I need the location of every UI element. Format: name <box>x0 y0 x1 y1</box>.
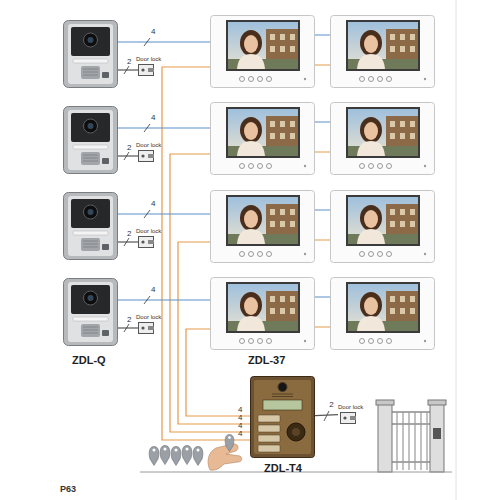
lock-wire <box>118 155 138 156</box>
door-lock-icon <box>340 412 356 424</box>
gate-bars <box>397 412 427 470</box>
wire-count: 4 <box>151 114 155 122</box>
lock-wire <box>118 69 138 70</box>
connector-wire <box>315 415 338 416</box>
outdoor-station <box>64 107 118 174</box>
door-lock-icon <box>138 64 154 76</box>
model-name: ZDL-Q <box>72 354 106 366</box>
wire-count-slash <box>144 38 150 304</box>
key-fob <box>225 434 234 451</box>
key-fob <box>149 447 159 466</box>
hand <box>208 444 242 470</box>
entry-panel-art <box>250 376 315 458</box>
wire-count: 4 <box>151 28 155 36</box>
key-fob <box>160 446 170 465</box>
wire-count: 4 <box>238 414 242 422</box>
wire-count: 4 <box>238 430 242 438</box>
station-wire <box>118 299 210 300</box>
model-name: ZDL-T4 <box>264 462 302 474</box>
model-name: ZDL-37 <box>248 354 285 366</box>
wire-count: 2 <box>329 401 333 409</box>
gate-reader <box>433 428 441 439</box>
station-wire <box>118 213 210 214</box>
door-lock: Door lock <box>136 228 170 248</box>
device-label: Door lock <box>136 228 170 235</box>
outdoor-station <box>64 193 118 260</box>
key-fob <box>171 447 181 466</box>
indoor-monitor <box>211 191 315 263</box>
station-wire <box>118 127 210 128</box>
wire-count: 2 <box>127 58 131 66</box>
gate-pillar <box>430 404 444 472</box>
wire-count: 2 <box>127 316 131 324</box>
gate-rail <box>392 412 430 462</box>
indoor-monitor <box>331 191 435 263</box>
wire-count: 2 <box>127 230 131 238</box>
entry-panel-use <box>251 377 315 458</box>
door-lock: Door lock <box>338 404 372 424</box>
device-label: Door lock <box>136 142 170 149</box>
device-label: Door lock <box>136 314 170 321</box>
device-label: Door lock <box>136 56 170 63</box>
door-lock-icon <box>138 322 154 334</box>
outdoor-station <box>64 279 118 346</box>
wire-count: 4 <box>238 422 242 430</box>
indoor-monitor <box>211 278 315 350</box>
entry-panel: ZDL-T4 <box>250 376 315 458</box>
door-lock-icon-use <box>139 151 155 162</box>
pillar-cap <box>376 400 394 405</box>
gate <box>376 400 446 472</box>
outdoor-station <box>64 21 118 88</box>
indoor-monitor <box>211 16 315 88</box>
door-lock-icon-use <box>139 65 155 76</box>
indoor-monitor <box>331 103 435 175</box>
lock-wire <box>118 327 138 328</box>
key-fobs <box>149 434 242 470</box>
door-lock: Door lock <box>136 142 170 162</box>
key-fob <box>182 446 192 465</box>
door-lock: Door lock <box>136 56 170 76</box>
device-label: Door lock <box>338 404 372 411</box>
indoor-monitor <box>331 278 435 350</box>
wire-count-slash <box>324 411 329 421</box>
door-lock-icon-use <box>139 323 155 334</box>
wire-count: 4 <box>151 200 155 208</box>
page-border <box>456 0 457 500</box>
wire-count: 4 <box>238 406 242 414</box>
station-wire <box>118 41 210 42</box>
door-lock-icon <box>138 150 154 162</box>
lock-wire <box>118 241 138 242</box>
page-number: P63 <box>60 484 76 494</box>
wire-count-slash <box>124 66 129 332</box>
wire-count: 4 <box>151 286 155 294</box>
pillar-cap <box>428 400 446 405</box>
wire-count: 2 <box>127 144 131 152</box>
indoor-monitor <box>211 103 315 175</box>
door-lock-icon-use <box>139 237 155 248</box>
gate-pillar <box>378 404 392 472</box>
indoor-monitor <box>331 16 435 88</box>
door-lock-icon <box>138 236 154 248</box>
key-fob <box>193 447 203 466</box>
door-lock: Door lock <box>136 314 170 334</box>
monitor-link <box>315 65 330 327</box>
monitor-link <box>315 35 330 297</box>
door-lock-icon-use <box>341 413 357 424</box>
